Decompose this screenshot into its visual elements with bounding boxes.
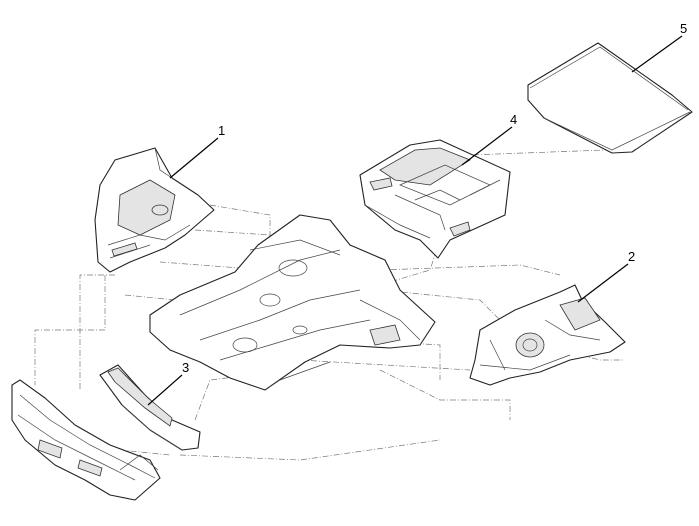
rear-transverse-trim — [11, 379, 161, 501]
callout-5-label: 5 — [680, 21, 687, 36]
callout-2-pointer — [577, 263, 629, 303]
callout-3-label: 3 — [182, 360, 189, 375]
callout-2-label: 2 — [628, 249, 635, 264]
luggage-tray — [359, 139, 511, 259]
callout-4-pointer — [461, 126, 513, 166]
quarter-trim-right — [469, 284, 626, 386]
quarter-trim-left — [94, 147, 215, 273]
callout-1-label: 1 — [218, 123, 225, 138]
callout-pointers — [147, 35, 683, 406]
callout-5-pointer — [631, 35, 683, 73]
luggage-board — [527, 42, 693, 154]
callout-labels: 1 2 3 4 5 — [182, 21, 687, 375]
callout-3-pointer — [147, 374, 183, 406]
callout-4-label: 4 — [510, 112, 517, 127]
floor-panel — [149, 214, 436, 391]
callout-1-pointer — [169, 137, 219, 179]
sill-trim — [99, 364, 201, 451]
